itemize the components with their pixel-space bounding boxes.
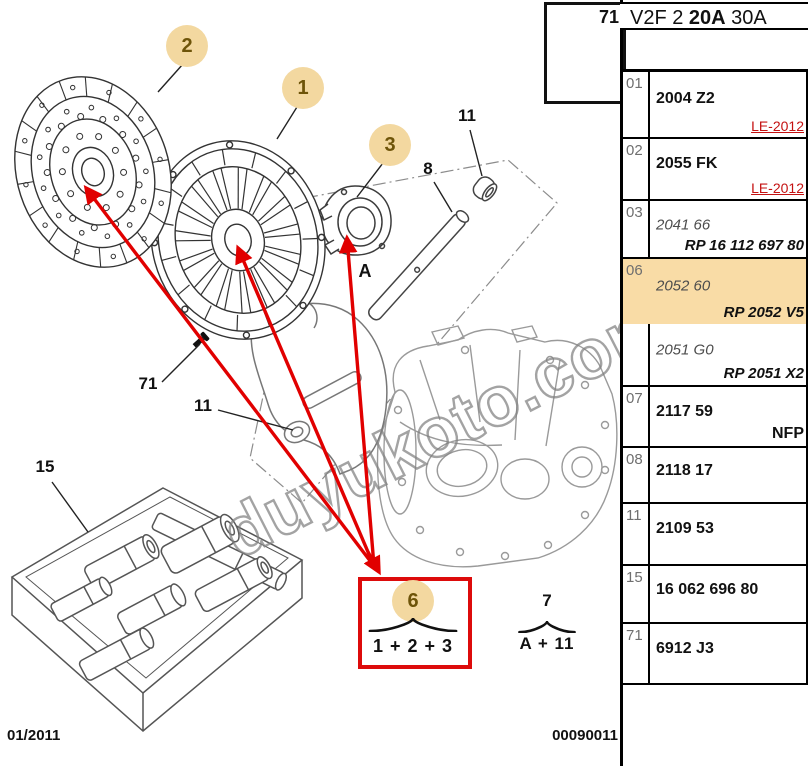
leader-lines [51, 63, 483, 533]
pin-kit-drawing [10, 487, 304, 732]
part-label-8: 8 [423, 159, 433, 178]
row-cell: 16 062 696 80 [650, 566, 806, 622]
guide-tube-drawing [368, 209, 470, 321]
callout-badge-1[interactable]: 1 [282, 67, 324, 109]
part-label-11-mid: 11 [194, 396, 212, 415]
row-ref: 11 [626, 507, 642, 524]
footer-date: 01/2011 [7, 727, 61, 744]
row-ref: 02 [626, 142, 643, 159]
parts-table: 01 2004 Z2 LE-2012 02 2055 FK LE-2012 03 2041 6… [623, 69, 808, 685]
table-header-code: V2F 2 20A 30A [620, 2, 808, 30]
part-label-A: A [358, 261, 372, 281]
arrow-to-disc [83, 185, 376, 568]
group-label-7: 7 [542, 591, 552, 610]
table-row[interactable]: 06 2052 60 RP 2052 V5 [623, 259, 806, 324]
row-ref: 03 [626, 204, 643, 221]
gearbox-drawing [376, 325, 618, 568]
screw-ref-label: 71 [598, 7, 619, 27]
code-suffix: 30A [725, 7, 767, 29]
part-number: 2055 FK [656, 155, 718, 173]
row-ref: 07 [626, 390, 643, 407]
part-number: 2041 66 [656, 216, 711, 234]
brace-icon [368, 616, 458, 633]
row-cell: 2051 G0 RP 2051 X2 [650, 324, 806, 385]
callout-badge-3[interactable]: 3 [369, 124, 411, 166]
table-row[interactable]: 07 2117 59 NFP [623, 387, 806, 448]
part-number: 2051 G0 [656, 341, 714, 359]
ref-column-divider [648, 72, 650, 685]
row-cell: 2055 FK LE-2012 [650, 139, 806, 199]
part-note: LE-2012 [751, 180, 804, 196]
part-note: RP 2051 X2 [723, 365, 804, 382]
part-number: 6912 J3 [656, 639, 714, 657]
row-cell: 2109 53 [650, 504, 806, 564]
row-cell: 2118 17 [650, 448, 806, 502]
part-note: RP 2052 V5 [723, 304, 804, 321]
part-note: LE-2012 [751, 118, 804, 134]
arrow-into-group-box [363, 551, 381, 576]
part-label-15: 15 [35, 457, 55, 476]
part-number: 16 062 696 80 [656, 580, 759, 598]
table-left-border [620, 0, 623, 766]
row-ref: 15 [626, 569, 643, 586]
part-note: RP 16 112 697 80 [684, 237, 804, 254]
table-row[interactable]: 11 2109 53 [623, 504, 806, 566]
row-cell: 2117 59 NFP [650, 387, 806, 446]
table-row[interactable]: 02 2055 FK LE-2012 [623, 139, 806, 201]
footer-doc-number: 00090011 [552, 727, 618, 744]
part-number: 2117 59 [656, 402, 713, 420]
table-row[interactable]: 01 2004 Z2 LE-2012 [623, 72, 806, 139]
row-ref: 01 [626, 75, 643, 92]
bushing-drawing [472, 176, 498, 202]
arrow-to-bearing [338, 234, 376, 567]
table-row[interactable]: 2051 G0 RP 2051 X2 [623, 324, 806, 387]
kit-formula: 1 + 2 + 3 [372, 636, 454, 656]
kit-group-box [358, 577, 472, 669]
row-cell: 2041 66 RP 16 112 697 80 [650, 201, 806, 257]
brace-icon-2 [518, 618, 576, 634]
red-arrows [83, 185, 381, 576]
table-row[interactable]: 08 2118 17 [623, 448, 806, 504]
callout-badge-2[interactable]: 2 [166, 25, 208, 67]
part-number: 2118 17 [656, 461, 713, 479]
part-number: 2109 53 [656, 520, 714, 538]
row-cell: 2052 60 RP 2052 V5 [650, 259, 806, 324]
screw-ref-box: 71 [544, 2, 626, 104]
row-ref: 06 [626, 262, 643, 279]
part-number: 2004 Z2 [656, 90, 715, 108]
row-cell: 2004 Z2 LE-2012 [650, 72, 806, 137]
row-ref: 71 [626, 627, 643, 644]
row-cell: 6912 J3 [650, 624, 806, 683]
part-label-71: 71 [138, 374, 158, 393]
code-prefix: V2F 2 [630, 7, 689, 29]
row-ref: 08 [626, 451, 643, 468]
clutch-disc-drawing [14, 76, 172, 268]
gearbox-bolt-bosses [393, 345, 610, 561]
table-row[interactable]: 71 6912 J3 [623, 624, 806, 685]
arrow-to-pressure-plate [235, 244, 376, 567]
part-note: NFP [772, 425, 804, 442]
table-row[interactable]: 15 16 062 696 80 [623, 566, 806, 624]
table-row[interactable]: 03 2041 66 RP 16 112 697 80 [623, 201, 806, 259]
callout-badge-6[interactable]: 6 [392, 580, 434, 622]
part-label-11-top: 11 [458, 106, 476, 125]
part-number: 2052 60 [656, 277, 711, 295]
code-bold: 20A [688, 7, 726, 29]
group7-formula: A + 11 [519, 634, 575, 653]
